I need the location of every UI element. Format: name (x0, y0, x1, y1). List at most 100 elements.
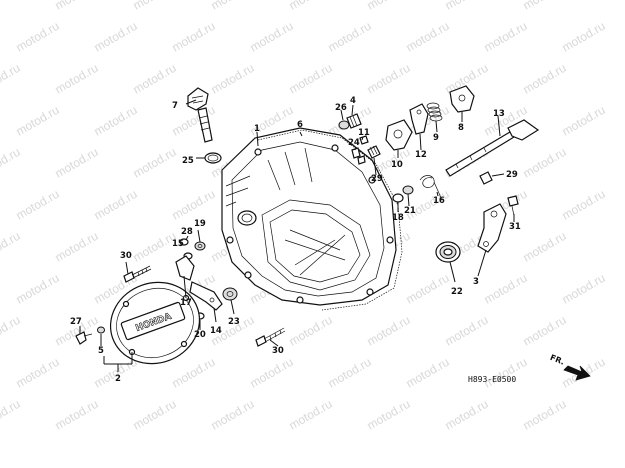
callout-18: 18 (392, 213, 404, 223)
callout-11: 11 (358, 128, 370, 138)
callout-22: 22 (451, 287, 463, 297)
watermark-text: motod.ru (521, 145, 569, 181)
spring-16 (419, 175, 443, 201)
cam-plate-8 (449, 85, 475, 113)
watermark-text: motod.ru (521, 229, 569, 265)
callout-23: 23 (228, 317, 240, 327)
watermark-text: motod.ru (521, 0, 569, 13)
crankcase-cover (221, 127, 397, 306)
watermark-text: motod.ru (0, 397, 23, 433)
callout-29-upper: 29 (371, 174, 383, 184)
callout-31: 31 (509, 222, 521, 232)
bush-4 (346, 113, 362, 129)
watermark-text: motod.ru (365, 313, 413, 349)
watermark-text: motod.ru (0, 61, 23, 97)
spring-9 (426, 102, 443, 122)
callout-27: 27 (70, 317, 82, 327)
bearing-22 (435, 241, 461, 263)
watermark-text: motod.ru (248, 355, 296, 391)
stopper-12 (409, 103, 429, 135)
watermark-text: motod.ru (0, 313, 23, 349)
callout-21: 21 (404, 206, 416, 216)
callout-5: 5 (98, 346, 104, 356)
watermark-text: motod.ru (482, 271, 530, 307)
watermark-text: motod.ru (170, 19, 218, 55)
callout-10: 10 (391, 160, 403, 170)
watermark-text: motod.ru (560, 271, 608, 307)
seal-26 (338, 120, 350, 130)
callout-14: 14 (210, 326, 222, 336)
collar-5 (97, 326, 105, 334)
watermark-text: motod.ru (287, 0, 335, 13)
callout-20: 20 (194, 330, 206, 340)
watermark-text: motod.ru (326, 355, 374, 391)
callout-25: 25 (182, 156, 194, 166)
lever-10 (385, 119, 413, 151)
callout-4: 4 (350, 96, 356, 106)
oil-filler-cap (187, 87, 213, 143)
watermark-text: motod.ru (287, 313, 335, 349)
callout-labels: 1 2 3 4 5 6 7 8 9 10 11 12 13 14 15 16 1… (70, 96, 521, 384)
washer-19 (194, 241, 206, 251)
pin-29-right (479, 171, 493, 185)
watermark-text: motod.ru (53, 397, 101, 433)
watermark-text: motod.ru (92, 19, 140, 55)
watermark-text: motod.ru (0, 145, 23, 181)
watermark-text: motod.ru (131, 61, 179, 97)
watermark-text: motod.ru (131, 0, 179, 13)
watermark-text: motod.ru (53, 61, 101, 97)
callout-2: 2 (115, 374, 121, 384)
direction-label: FR. (549, 353, 566, 367)
watermark-text: motod.ru (365, 397, 413, 433)
watermark-text: motod.ru (53, 145, 101, 181)
callout-9: 9 (433, 133, 439, 143)
leader-lines (79, 99, 515, 372)
watermark-text: motod.ru (443, 397, 491, 433)
watermark-text: motod.ru (560, 103, 608, 139)
watermark-text: motod.ru (92, 187, 140, 223)
drawing-code: H893-E0500 (468, 375, 516, 384)
watermark-text: motod.ru (326, 19, 374, 55)
watermark-text: motod.ru (404, 355, 452, 391)
watermark-text: motod.ru (14, 19, 62, 55)
watermark-text: motod.ru (170, 355, 218, 391)
watermark-text: motod.ru (209, 0, 257, 13)
callout-16: 16 (433, 196, 445, 206)
clutch-outer-cover: HONDA (109, 281, 201, 365)
watermark-text: motod.ru (209, 397, 257, 433)
bracket-17 (175, 255, 195, 281)
watermark-text: motod.ru (443, 313, 491, 349)
shift-shaft (445, 119, 540, 177)
callout-29-right: 29 (506, 170, 518, 180)
watermark-text: motod.ru (92, 103, 140, 139)
watermark-text: motod.ru (560, 187, 608, 223)
callout-1: 1 (254, 124, 260, 134)
watermark-text: motod.ru (53, 0, 101, 13)
watermark-text: motod.ru (131, 397, 179, 433)
watermark-text: motod.ru (404, 271, 452, 307)
callout-7: 7 (172, 101, 178, 111)
watermark-text: motod.ru (560, 19, 608, 55)
oil-seal-23 (222, 287, 238, 301)
callout-26: 26 (335, 103, 347, 113)
front-direction-arrow: FR. (549, 353, 591, 381)
callout-24: 24 (348, 138, 360, 148)
watermark-text: motod.ru (14, 103, 62, 139)
drum-arm-3 (477, 203, 507, 253)
callout-8: 8 (458, 123, 464, 133)
callout-17: 17 (180, 298, 192, 308)
callout-15: 15 (172, 239, 184, 249)
watermark-text: motod.ru (248, 19, 296, 55)
watermark-text: motod.ru (0, 0, 23, 13)
watermark-text: motod.ru (53, 229, 101, 265)
callout-19: 19 (194, 219, 206, 229)
watermark-text: motod.ru (404, 19, 452, 55)
watermark-text: motod.ru (521, 313, 569, 349)
watermark-text: motod.ru (287, 61, 335, 97)
watermark-text: motod.ru (287, 397, 335, 433)
watermark-text: motod.ru (14, 355, 62, 391)
watermark-text: motod.ru (365, 0, 413, 13)
watermark-text: motod.ru (14, 271, 62, 307)
